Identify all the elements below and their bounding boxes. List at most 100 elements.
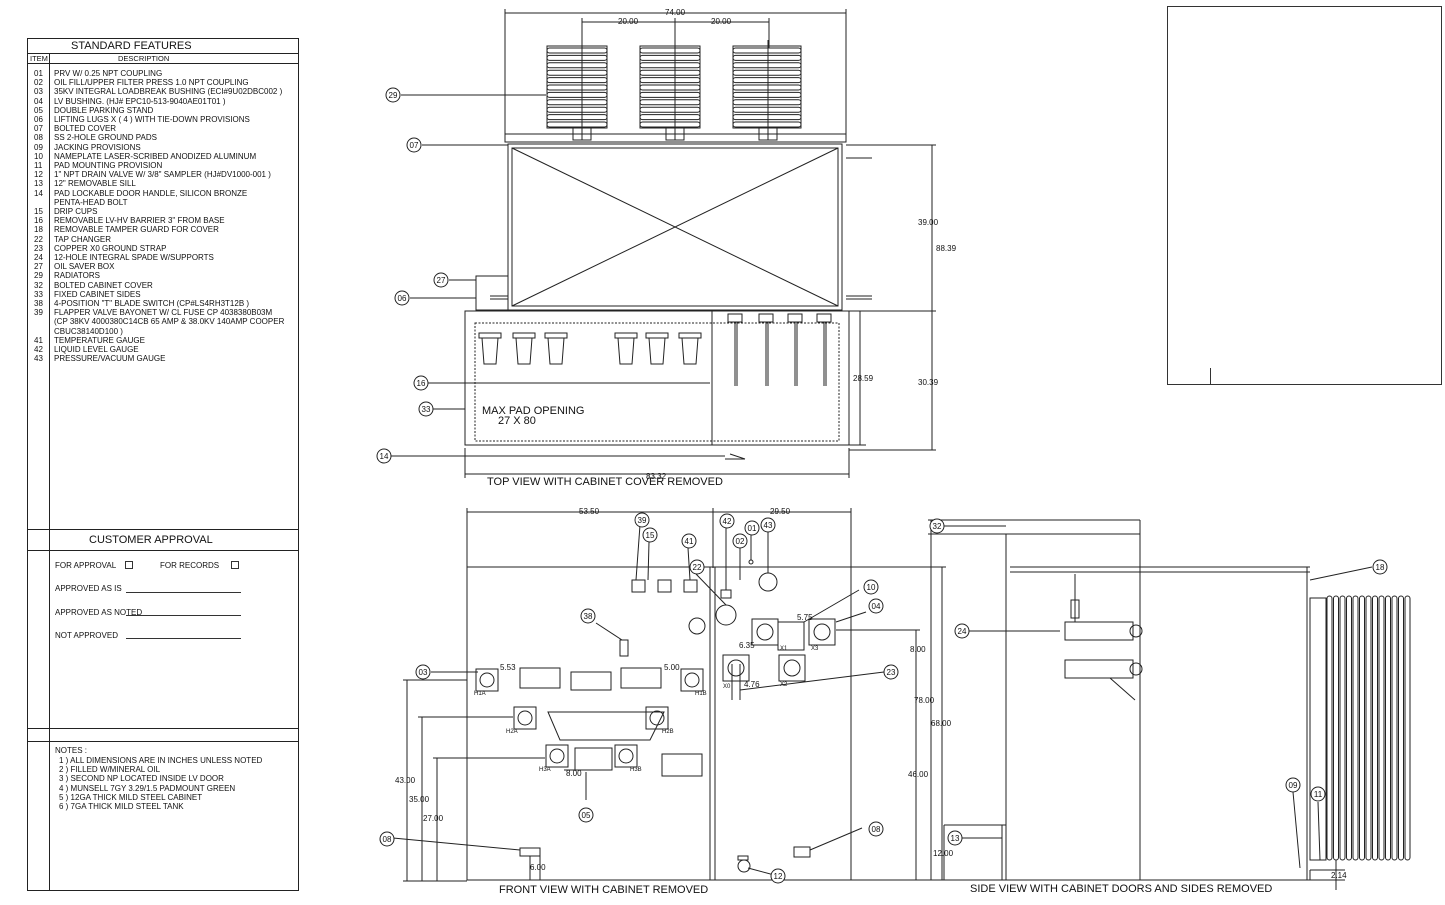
col-desc-header: DESCRIPTION [118,54,170,63]
feature-item-description: FIXED CABINET SIDES [54,289,141,299]
balloon-circle [760,517,776,533]
balloon-label: 39 [638,516,647,525]
balloon-circle [744,520,760,536]
for-approval-checkbox[interactable] [125,561,133,569]
balloon-circle [413,375,429,391]
note-line: 6 ) 7GA THICK MILD STEEL TANK [59,802,184,811]
side-view-title: SIDE VIEW WITH CABINET DOORS AND SIDES R… [970,883,1272,895]
radiator-fin [546,114,608,121]
dim-w1: 53.50 [579,507,600,516]
radiator-fin [639,121,701,128]
not-approved-line[interactable] [126,638,241,639]
lv-bushing-plate [751,618,779,646]
for-approval-label: FOR APPROVAL [55,561,117,570]
balloon-label: 22 [693,563,702,572]
balloon-label: 07 [410,141,419,150]
balloon-circle [415,664,431,680]
radiators [546,45,802,129]
divider [28,53,298,54]
approved-as-noted-line[interactable] [126,615,241,616]
balloon-label: 24 [958,627,967,636]
radiator-fin [732,69,802,76]
radiator-fin [546,99,608,106]
label-h1b: H1B [695,691,707,697]
side-radiator-fin [1333,595,1339,861]
radiator-fin [546,47,608,54]
balloon-label: 29 [389,91,398,100]
balloon-circle [642,527,658,543]
approved-as-is-line[interactable] [126,592,241,593]
label-x0: X0 [723,684,731,690]
drip-cup [617,337,635,365]
feature-item-description: 12" REMOVABLE SILL [54,179,136,189]
balloon-label: 06 [398,294,407,303]
radiator-fin [732,91,802,98]
pad-size-label: 27 X 80 [498,415,536,427]
feature-item-description: 1" NPT DRAIN VALVE W/ 3/8" SAMPLER (HJ#D… [54,170,271,180]
radiator-fin [639,84,701,91]
pad-opening-label: MAX PAD OPENING [482,405,584,417]
label-h3a: H3A [539,767,551,773]
dim-500: 5.00 [664,663,680,672]
for-records-checkbox[interactable] [231,561,239,569]
balloon-circle [1285,777,1301,793]
note-line: 4 ) MUNSELL 7GY 3.29/1.5 PADMOUNT GREEN [59,783,236,793]
side-radiator-fin [1365,595,1372,861]
feature-item-description: LIQUID LEVEL GAUGE [54,345,139,354]
feature-item-description: BOLTED CABINET COVER [54,280,153,290]
feature-item-number: 23 [34,243,43,253]
dim-cab-inner: 28.59 [853,374,874,383]
dim-214: 2.14 [1331,871,1347,880]
spade-clamp [816,313,832,323]
feature-item-number: 04 [34,96,43,106]
feature-item-description: PRV W/ 0.25 NPT COUPLING [54,69,163,78]
label-h3b: H3B [630,767,642,773]
standard-features-title: STANDARD FEATURES [71,40,192,52]
spade-clamp [727,313,743,323]
feature-item-number: 24 [34,253,43,262]
radiator-fin [639,54,701,61]
feature-item-number: 14 [34,188,43,198]
feature-item-number: 42 [34,345,43,354]
drip-cup-rim [544,332,568,339]
radiator-fin [639,106,701,113]
dim-35: 35.00 [409,795,430,804]
feature-item-number: 12 [34,170,43,180]
dim-575: 5.75 [797,613,813,622]
balloon-label: 13 [951,834,960,843]
feature-item-description: FLAPPER VALVE BAYONET W/ CL FUSE CP 4038… [54,308,273,318]
feature-item-number: 10 [34,151,43,161]
dim-rad2: 20.00 [711,17,732,26]
front-view [392,508,946,882]
balloon-label: 04 [872,602,881,611]
feature-item-number: 32 [34,280,43,290]
dim-width: 83.32 [646,472,667,481]
radiator-fin [639,114,701,121]
balloon-label: 15 [646,531,655,540]
label-h2a: H2A [506,729,518,735]
drip-cup [681,337,699,365]
balloon-circle [418,401,434,417]
balloon-circle [1372,559,1388,575]
radiator-fin [639,69,701,76]
radiator-fin [639,91,701,98]
balloon-label: 18 [1376,563,1385,572]
radiator-fin [732,62,802,69]
feature-item-description: DRIP CUPS [54,207,98,216]
hv-bushing-plate [545,744,569,768]
radiator-fin [546,121,608,128]
note-line: 1 ) ALL DIMENSIONS ARE IN INCHES UNLESS … [59,756,263,765]
dim-12: 12.00 [933,849,954,858]
radiator-fin [732,114,802,121]
lv-bushing-plate [778,654,806,682]
feature-item-number: 05 [34,105,43,115]
feature-item-description: TEMPERATURE GAUGE [54,335,145,345]
feature-item-number: 38 [34,299,43,308]
balloon-circle [580,608,596,624]
dim-tank: 39.00 [918,218,939,227]
balloon-circle [379,831,395,847]
balloon-circle [929,518,945,534]
side-radiator-fin [1404,595,1411,861]
radiator-fin [732,121,802,128]
hv-bushing-plate [513,706,537,730]
